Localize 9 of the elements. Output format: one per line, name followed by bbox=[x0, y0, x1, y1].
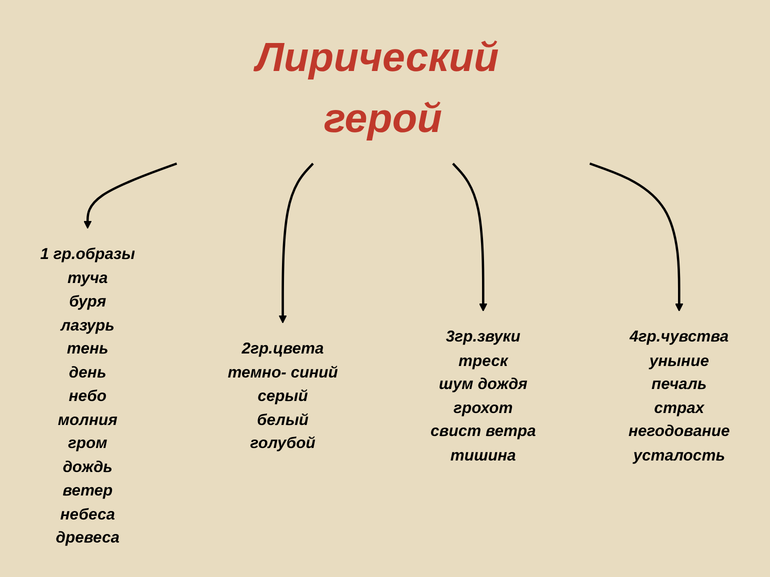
arrow bbox=[84, 162, 178, 229]
arrow bbox=[589, 162, 684, 312]
node-text: 4гр.чувства уныние печаль страх негодование усталость bbox=[628, 328, 730, 464]
node-text: 2гр.цвета темно- синий серый белый голубой bbox=[228, 340, 338, 452]
arrow bbox=[278, 162, 314, 324]
node-text: 3гр.звуки треск шум дождя грохот свист ветра тишина bbox=[430, 328, 536, 464]
node-text: 1 гр.образы туча буря лазурь тень день небо молния гром дождь ветер небеса древеса bbox=[40, 245, 136, 546]
node-text: Лирический герой bbox=[256, 34, 499, 142]
arrow bbox=[452, 162, 488, 312]
